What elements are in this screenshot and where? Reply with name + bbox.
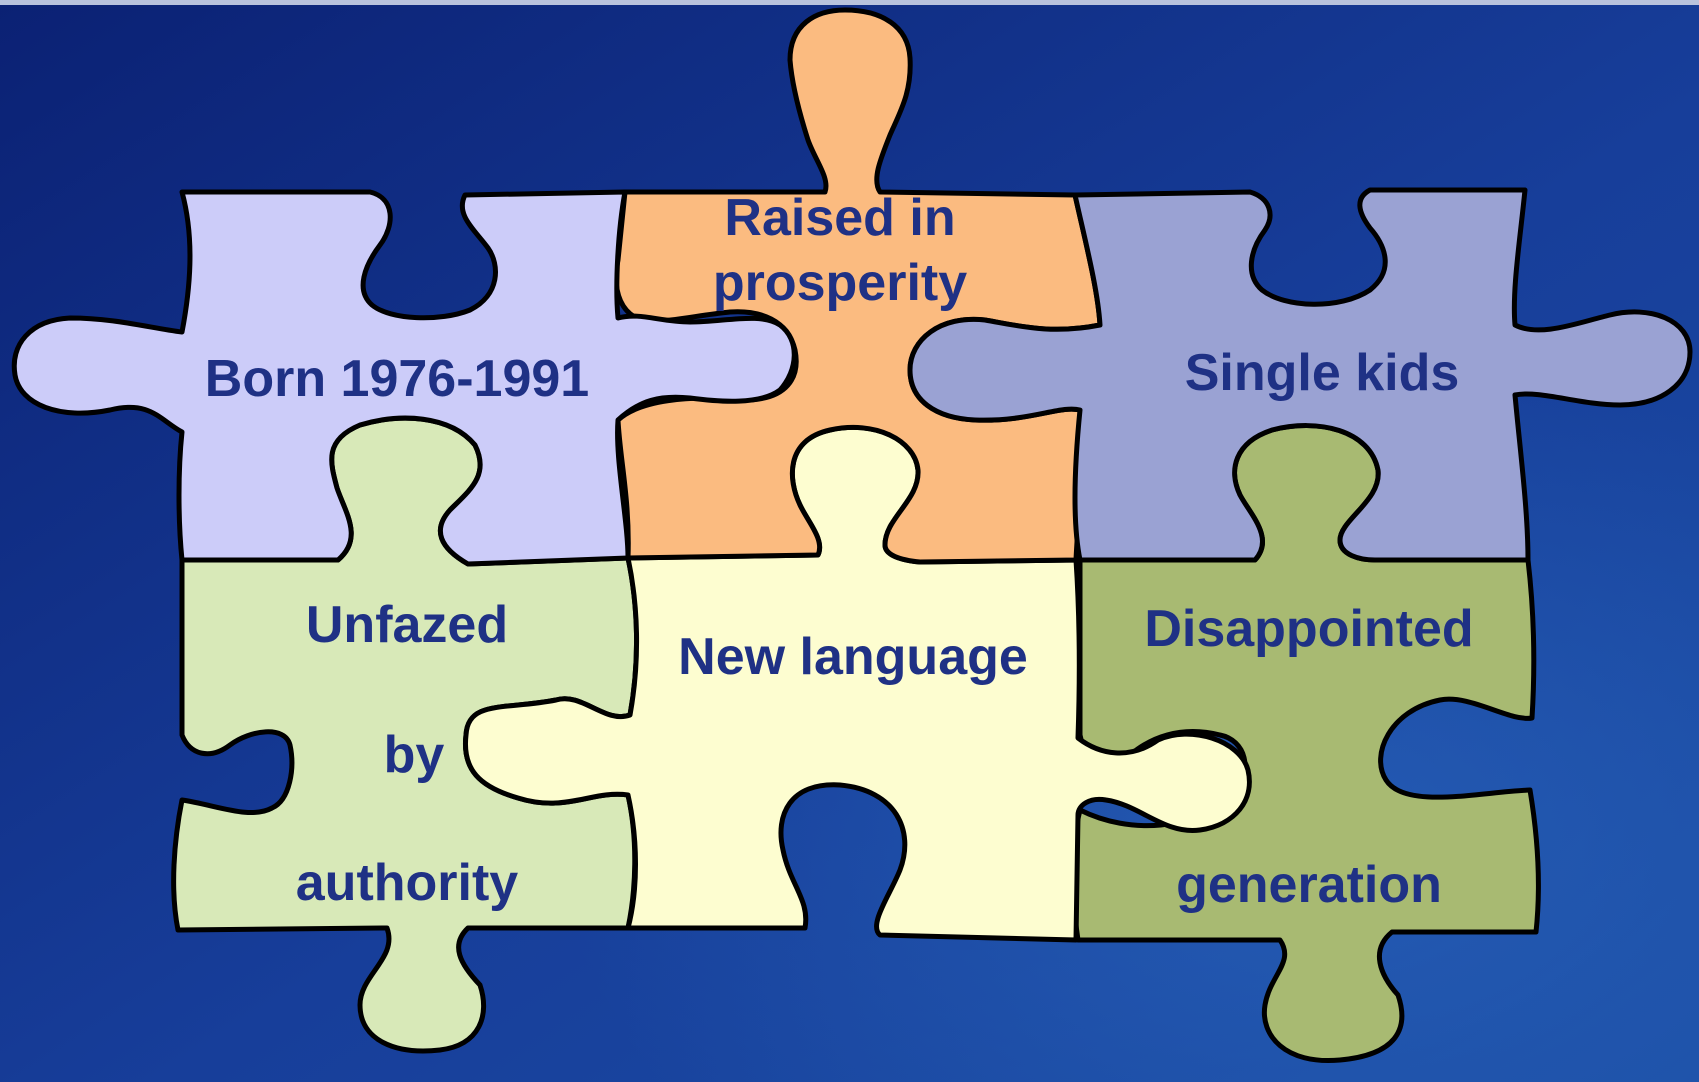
top-border	[0, 0, 1699, 5]
label-raised-line2: prosperity	[713, 254, 967, 312]
label-disappointed-line2: generation	[1176, 856, 1442, 914]
label-unfazed-line1: Unfazed	[306, 596, 508, 654]
label-raised-line1: Raised in	[724, 189, 955, 247]
label-single: Single kids	[1185, 344, 1460, 402]
puzzle-piece-born	[11, 189, 797, 567]
label-unfazed-line3: authority	[296, 854, 519, 912]
labels: Born 1976-1991 Raised in prosperity Sing…	[205, 189, 1474, 914]
puzzle-piece-single	[907, 187, 1693, 563]
label-disappointed-line1: Disappointed	[1144, 600, 1473, 658]
label-born: Born 1976-1991	[205, 350, 589, 408]
label-language: New language	[678, 628, 1028, 686]
label-unfazed-line2: by	[384, 726, 445, 784]
